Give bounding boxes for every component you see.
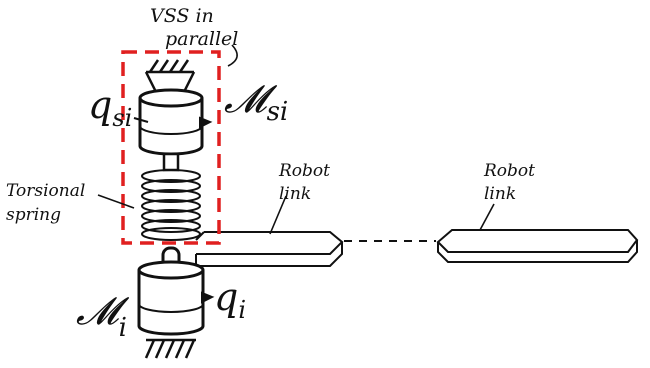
robot-link-1-label-line2: link (279, 184, 311, 204)
upper-motor-mount (144, 59, 196, 94)
robot-link-2-label-line1: Robot (483, 161, 535, 181)
robot-link-1-label-line1: Robot (278, 161, 330, 181)
q-si-arrow (133, 116, 213, 129)
torsional-spring-label-line1: Torsional (6, 181, 85, 201)
robot-link-2 (436, 229, 639, 263)
vss-highlight-box (121, 50, 221, 245)
q-i-arrow (201, 291, 215, 304)
vss-label-line1: VSS in (150, 5, 214, 27)
q-si-symbol: qsi (88, 83, 132, 132)
torsional-spring (141, 169, 201, 241)
q-i-symbol: qi (214, 275, 246, 324)
leader-lines (97, 44, 495, 235)
robot-link-2-label-line2: link (484, 184, 516, 204)
lower-motor-cylinder (137, 260, 205, 336)
vss-label-line2: parallel (165, 28, 238, 50)
torsional-spring-label-line2: spring (6, 205, 61, 225)
robot-link-1 (195, 231, 344, 267)
lower-motor-ground (144, 338, 196, 359)
upper-shaft (162, 152, 180, 172)
M-si-symbol: 𝓜si (224, 77, 288, 127)
upper-motor-cylinder (138, 88, 204, 156)
M-i-symbol: 𝓜i (76, 289, 130, 343)
